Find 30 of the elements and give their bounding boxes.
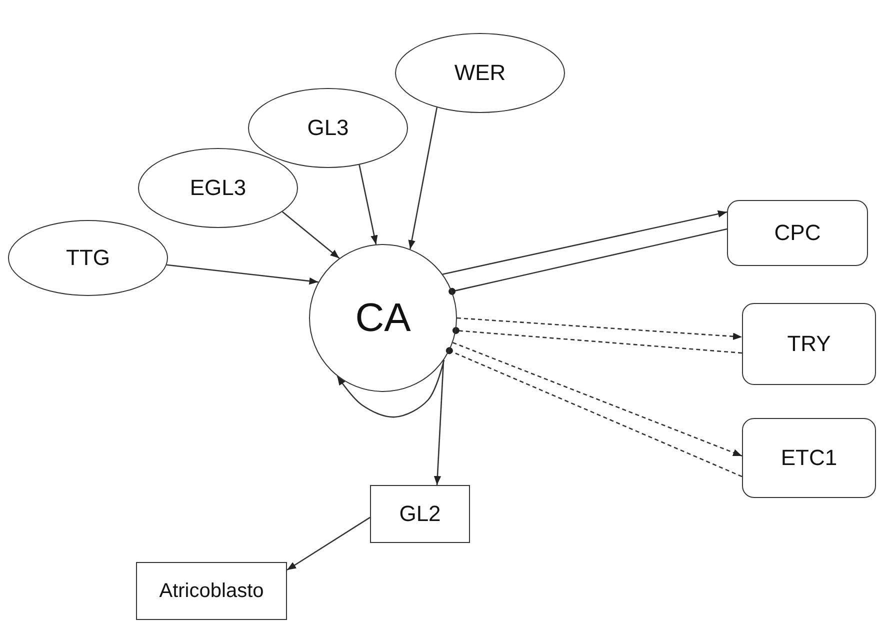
ellipse (395, 33, 565, 113)
node-label: TTG (66, 245, 110, 271)
node-label: GL2 (399, 501, 441, 527)
arrow (434, 360, 444, 486)
arrow (286, 516, 370, 571)
box (136, 562, 287, 620)
ellipse (248, 88, 408, 168)
arrow (336, 360, 445, 418)
box (370, 485, 470, 543)
node-label: GL3 (307, 115, 349, 141)
node-label: CA (355, 296, 411, 340)
node-label: Atricoblasto (159, 580, 264, 602)
rounded-box (742, 418, 876, 498)
rounded-box (727, 200, 868, 266)
node-label: CPC (774, 220, 821, 246)
arrow (358, 164, 378, 244)
arrow (166, 264, 318, 285)
circle (309, 244, 457, 392)
ellipse (138, 148, 298, 228)
node-label: TRY (787, 331, 831, 357)
arrow (456, 317, 742, 340)
arrow (282, 211, 340, 259)
arrow (452, 342, 742, 457)
arrow (408, 107, 438, 250)
arrow (442, 210, 728, 275)
node-label: ETC1 (780, 445, 838, 471)
rounded-box (742, 303, 876, 385)
ellipse (8, 220, 168, 296)
node-label: EGL3 (190, 175, 246, 201)
node-label: WER (454, 60, 506, 86)
